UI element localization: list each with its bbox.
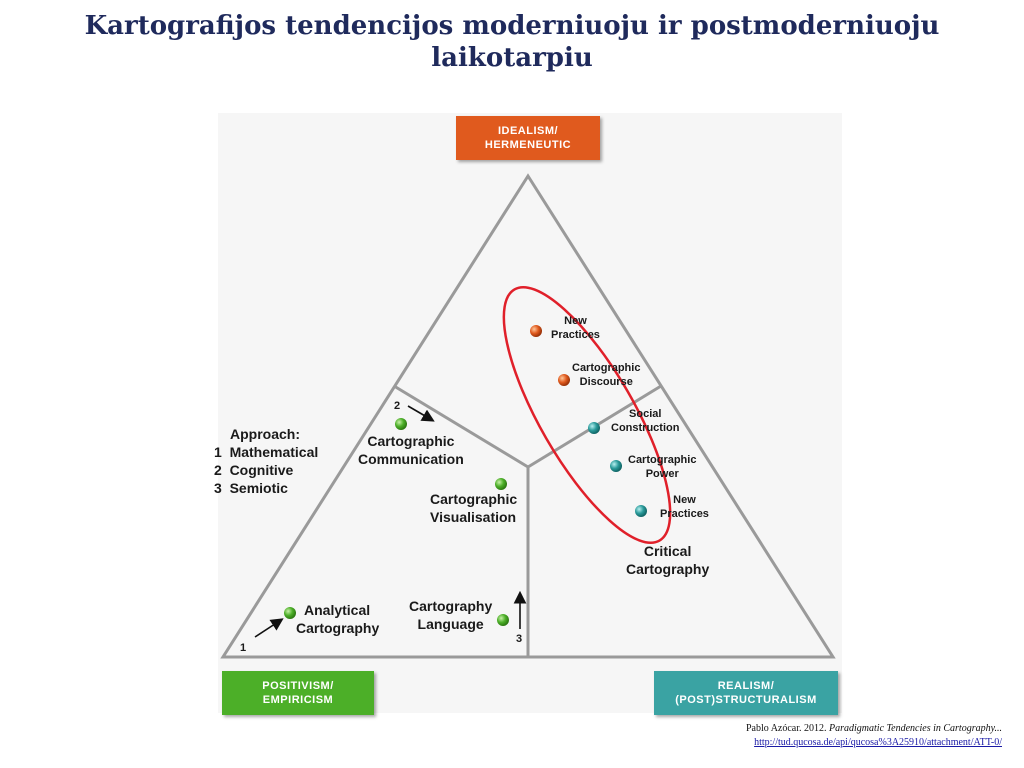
approach-item-semiotic: 3 Semiotic <box>214 480 288 496</box>
pole-top-line-1: IDEALISM/ <box>497 125 559 137</box>
approach-heading: Approach: <box>230 426 300 442</box>
marker-3: 3 <box>516 633 523 645</box>
label-cartographic-power: Cartographic Power <box>628 453 696 481</box>
dot-cartography-language <box>497 614 509 626</box>
label-critical-cartography: Critical Cartography <box>626 542 709 578</box>
label-critical-line-2: Cartography <box>626 561 710 577</box>
arrow-cognitive <box>407 405 435 422</box>
label-visualisation-line-1: Cartographic <box>430 491 518 507</box>
label-social-line-2: Construction <box>611 422 680 434</box>
dot-cartographic-communication <box>395 418 407 430</box>
label-social-construction: Social Construction <box>611 407 679 435</box>
approach-legend: Approach: 1 Mathematical 2 Cognitive 3 S… <box>214 425 318 497</box>
slide-title-line-1: Kartografijos tendencijos moderniuoju ir… <box>84 11 940 41</box>
pole-right-line-2: (POST)STRUCTURALISM <box>675 694 817 706</box>
label-new-practices-bottom-line-2: Practices <box>660 508 709 520</box>
new-approaches-ellipse <box>502 285 672 545</box>
slide-title: Kartografijos tendencijos moderniuoju ir… <box>40 10 984 74</box>
label-analytical-cartography: Analytical Cartography <box>296 601 379 637</box>
label-critical-line-1: Critical <box>643 543 692 559</box>
citation-line: Pablo Azócar. 2012. Paradigmatic Tendenc… <box>746 722 1002 736</box>
pole-left-line-2: EMPIRICISM <box>262 694 334 706</box>
label-visualisation-line-2: Visualisation <box>430 509 517 525</box>
label-cartography-language: Cartography Language <box>409 597 492 633</box>
label-discourse-line-2: Discourse <box>579 376 633 388</box>
label-social-line-1: Social <box>629 408 662 420</box>
label-new-practices-bottom-line-1: New <box>673 494 696 506</box>
label-communication-line-2: Communication <box>358 451 464 467</box>
marker-2: 2 <box>394 400 401 412</box>
citation-prefix: Pablo Azócar. 2012. <box>745 723 830 734</box>
dot-new-practices-bottom <box>635 505 647 517</box>
slide-title-line-2: laikotarpiu <box>431 43 593 73</box>
label-language-line-2: Language <box>417 616 484 632</box>
dot-cartographic-power <box>610 460 622 472</box>
pole-top-line-2: HERMENEUTIC <box>484 139 572 151</box>
dot-cartographic-discourse <box>558 374 570 386</box>
label-cartographic-discourse: Cartographic Discourse <box>572 361 640 389</box>
citation-title: Paradigmatic Tendencies in Cartography..… <box>829 723 1002 734</box>
approach-item-cognitive: 2 Cognitive <box>214 462 294 478</box>
label-analytical-line-2: Cartography <box>296 620 380 636</box>
label-language-line-1: Cartography <box>409 598 493 614</box>
label-discourse-line-1: Cartographic <box>572 362 641 374</box>
pole-positivism-empiricism: POSITIVISM/ EMPIRICISM <box>222 671 374 715</box>
pole-left-line-1: POSITIVISM/ <box>262 680 334 692</box>
label-analytical-line-1: Analytical <box>304 602 371 618</box>
dot-cartographic-visualisation <box>495 478 507 490</box>
source-link[interactable]: http://tud.qucosa.de/api/qucosa%3A25910/… <box>754 737 1002 748</box>
pole-right-line-1: REALISM/ <box>717 680 775 692</box>
label-new-practices-top-line-2: Practices <box>551 329 600 341</box>
label-new-practices-top: New Practices <box>551 314 600 342</box>
arrow-mathematical <box>254 618 284 638</box>
dot-new-practices-top <box>530 325 542 337</box>
dot-analytical-cartography <box>284 607 296 619</box>
label-cartographic-communication: Cartographic Communication <box>358 432 464 468</box>
pole-idealism-hermeneutic: IDEALISM/ HERMENEUTIC <box>456 116 600 160</box>
label-power-line-2: Power <box>645 468 679 480</box>
label-cartographic-visualisation: Cartographic Visualisation <box>430 490 517 526</box>
marker-1: 1 <box>240 642 247 654</box>
source-reference: Pablo Azócar. 2012. Paradigmatic Tendenc… <box>746 722 1002 750</box>
diagram-background <box>218 113 842 713</box>
label-communication-line-1: Cartographic <box>367 433 455 449</box>
approach-item-mathematical: 1 Mathematical <box>214 444 319 460</box>
divider-left <box>393 384 529 469</box>
dot-social-construction <box>588 422 600 434</box>
label-new-practices-top-line-1: New <box>564 315 587 327</box>
pole-realism-structuralism: REALISM/ (POST)STRUCTURALISM <box>654 671 838 715</box>
label-new-practices-bottom: New Practices <box>660 493 709 521</box>
label-power-line-1: Cartographic <box>628 454 697 466</box>
